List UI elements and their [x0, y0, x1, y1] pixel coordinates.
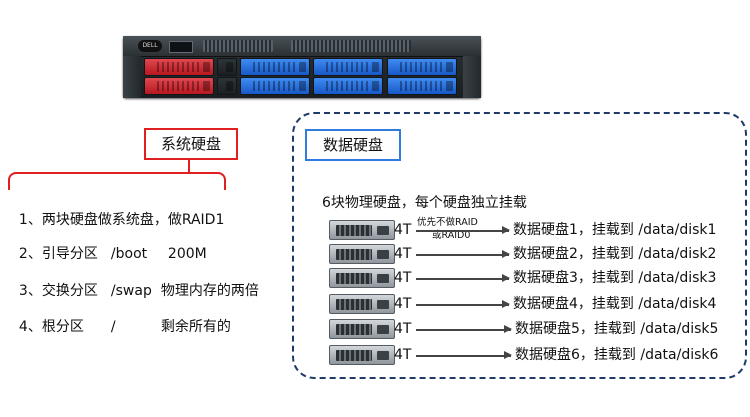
- disk-size: 4T: [394, 296, 412, 312]
- system-item-boot-size: 200M: [167, 246, 207, 262]
- server-vent-left: [203, 40, 273, 52]
- data-disk-description: 6块物理硬盘，每个硬盘独立挂载: [322, 195, 527, 211]
- raid-note-line-1: 优先不做RAID: [417, 217, 478, 228]
- disk-size: 4T: [394, 270, 412, 286]
- server-lcd-panel: [169, 41, 193, 53]
- drive-bay-data-4: [313, 77, 383, 95]
- drive-bay-data-2: [240, 77, 310, 95]
- hard-drive-icon: [329, 294, 395, 314]
- data-disk-row-5: 4T 数据硬盘5，挂载到 /data/disk5: [329, 319, 749, 339]
- hard-drive-icon: [329, 319, 395, 339]
- disk-size: 4T: [394, 347, 412, 363]
- disk-mount-target: 数据硬盘4，挂载到 /data/disk4: [513, 296, 717, 312]
- system-disk-bracket: [8, 172, 226, 190]
- arrow-icon: [416, 251, 510, 257]
- system-item-boot-name: 2、引导分区: [18, 246, 98, 262]
- drive-bay-system-1: [144, 58, 214, 76]
- system-item-boot-mount: /boot: [110, 246, 148, 262]
- data-disk-label: 数据硬盘: [305, 129, 401, 161]
- data-disk-row-1: 4T 数据硬盘1，挂载到 /data/disk1: [329, 220, 749, 240]
- disk-size: 4T: [394, 321, 412, 337]
- drive-bay-data-6: [387, 77, 457, 95]
- arrow-icon: [416, 352, 512, 358]
- system-item-boot: 2、引导分区/boot 200M: [10, 227, 207, 263]
- system-item-root-mount: /: [110, 319, 116, 335]
- disk-mount-target: 数据硬盘2，挂载到 /data/disk2: [513, 246, 717, 262]
- hard-drive-icon: [329, 220, 395, 240]
- data-disk-row-3: 4T 数据硬盘3，挂载到 /data/disk3: [329, 268, 749, 288]
- data-disk-row-6: 4T 数据硬盘6，挂载到 /data/disk6: [329, 345, 749, 365]
- system-disk-label: 系统硬盘: [144, 128, 238, 160]
- drive-bay-data-3: [313, 58, 383, 76]
- hard-drive-icon: [329, 244, 395, 264]
- disk-mount-target: 数据硬盘1，挂载到 /data/disk1: [513, 222, 717, 238]
- system-item-swap-name: 3、交换分区: [18, 283, 98, 299]
- system-item-swap-mount: /swap: [110, 283, 152, 299]
- system-item-raid1-text: 1、两块硬盘做系统盘，做RAID1: [18, 212, 225, 228]
- server-brand-logo: DELL: [138, 40, 162, 52]
- server-chassis: DELL: [123, 36, 481, 98]
- disk-mount-target: 数据硬盘6，挂载到 /data/disk6: [515, 347, 719, 363]
- data-disk-row-2: 4T 数据硬盘2，挂载到 /data/disk2: [329, 244, 749, 264]
- drive-bay-data-1: [240, 58, 310, 76]
- data-disk-region: [292, 112, 747, 379]
- server-vent-right: [291, 40, 411, 52]
- system-item-swap: 3、交换分区/swap 物理内存的两倍: [10, 264, 259, 300]
- system-item-root: 4、根分区 / 剩余所有的: [10, 300, 231, 336]
- arrow-icon: [416, 326, 512, 332]
- system-item-root-name: 4、根分区: [18, 319, 84, 335]
- system-item-root-size: 剩余所有的: [160, 319, 231, 335]
- system-disk-connector: [188, 158, 190, 172]
- system-item-swap-size: 物理内存的两倍: [160, 283, 259, 299]
- hard-drive-icon: [329, 345, 395, 365]
- arrow-icon: [416, 275, 510, 281]
- drive-bay-blank-1: [217, 58, 237, 76]
- server-right-ear: [463, 56, 481, 98]
- drive-bay-system-2: [144, 77, 214, 95]
- server-left-ear: [123, 56, 141, 98]
- disk-mount-target: 数据硬盘3，挂载到 /data/disk3: [513, 270, 717, 286]
- disk-size: 4T: [394, 246, 412, 262]
- drive-bay-blank-2: [217, 77, 237, 95]
- data-disk-row-4: 4T 数据硬盘4，挂载到 /data/disk4: [329, 294, 749, 314]
- system-item-raid1: 1、两块硬盘做系统盘，做RAID1: [10, 193, 224, 229]
- disk-mount-target: 数据硬盘5，挂载到 /data/disk5: [515, 321, 719, 337]
- disk-size: 4T: [394, 222, 412, 238]
- drive-bay-data-5: [387, 58, 457, 76]
- raid-note-line-2: 或RAID0: [432, 230, 471, 241]
- arrow-icon: [416, 227, 510, 233]
- arrow-icon: [416, 301, 510, 307]
- hard-drive-icon: [329, 268, 395, 288]
